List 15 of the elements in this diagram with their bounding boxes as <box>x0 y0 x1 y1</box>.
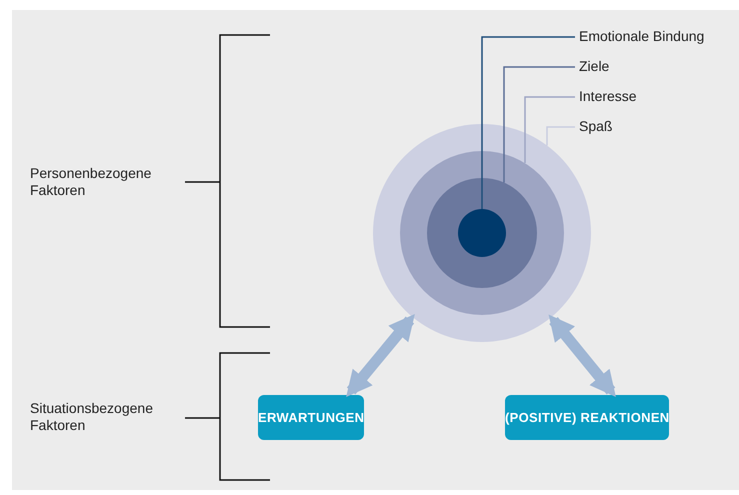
ring-label: Spaß <box>579 118 612 136</box>
category-box: (POSITIVE) REAKTIONEN <box>505 395 670 440</box>
double-arrow <box>548 314 616 398</box>
leader-line <box>546 126 575 146</box>
leader-line <box>524 96 575 164</box>
ring-label: Ziele <box>579 58 610 76</box>
leader-line <box>481 36 575 209</box>
factor-label: Situationsbezogene Faktoren <box>30 400 154 434</box>
leader-line <box>503 66 575 183</box>
double-arrow <box>346 314 415 397</box>
ring-label: Interesse <box>579 88 637 106</box>
ring-label: Emotionale Bindung <box>579 28 704 46</box>
core-circle <box>458 209 506 257</box>
factor-label: Personenbezogene Faktoren <box>30 165 152 199</box>
category-box: ERWARTUNGEN <box>258 395 364 440</box>
